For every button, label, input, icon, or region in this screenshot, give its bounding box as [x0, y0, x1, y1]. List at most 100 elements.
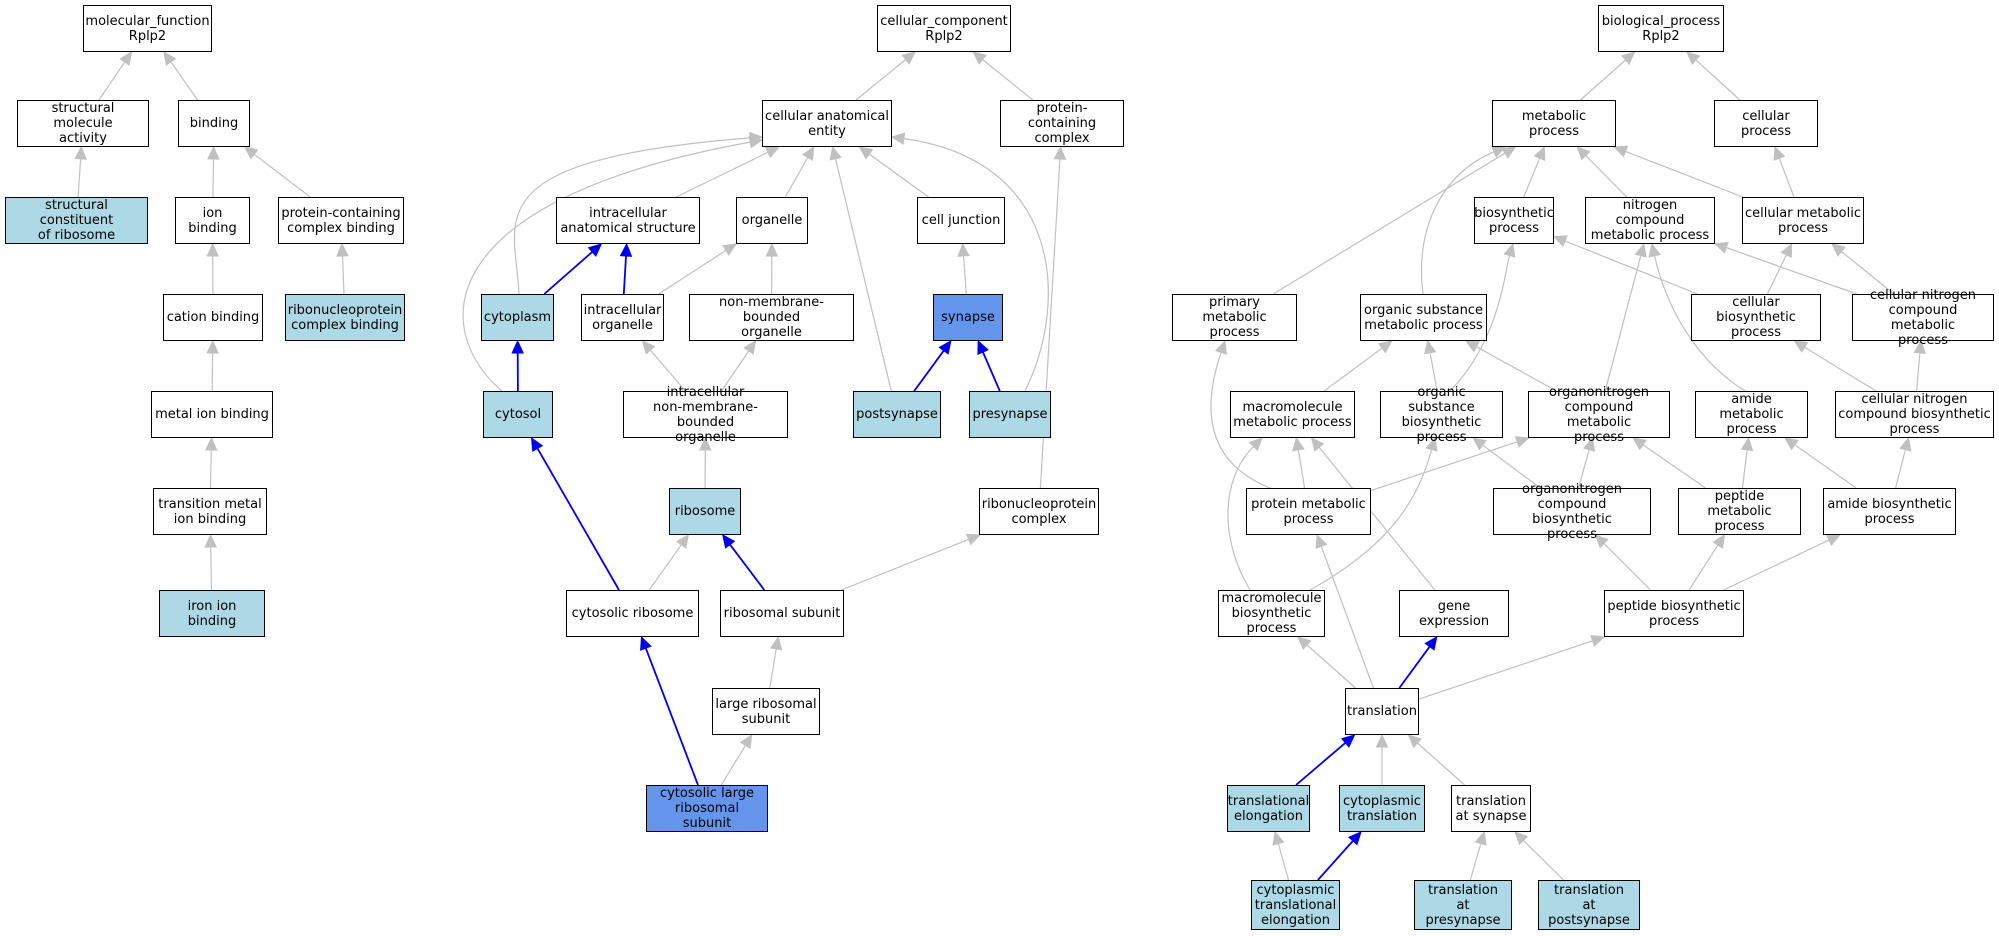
edge-organonitrogen-compound-biosynthetic-process-to-organic-substance-biosynthetic-process: [1482, 444, 1541, 489]
edge-organelle-to-cellular-anatomical-entity: [784, 157, 809, 198]
term-node-peptide-metabolic-process: peptide metabolic process: [1678, 488, 1801, 535]
edge-protein-metabolic-process-to-primary-metabolic-process: [1210, 352, 1271, 489]
edge-cell-junction-to-cellular-anatomical-entity: [868, 153, 929, 198]
edge-non-membrane-bounded-organelle-to-organelle-arrowhead: [765, 242, 779, 257]
edge-large-ribosomal-subunit-to-ribosomal-subunit-arrowhead: [769, 635, 783, 651]
edge-organonitrogen-compound-biosynthetic-process-to-organonitrogen-compound-metabolic-process-arrowhead: [1583, 436, 1596, 452]
edge-gene-expression-to-macromolecule-metabolic-process: [1318, 446, 1436, 591]
edge-amide-metabolic-process-to-nitrogen-compound-metabolic-process: [1654, 255, 1746, 392]
edge-translation-to-peptide-biosynthetic-process: [1418, 640, 1593, 700]
edge-cellular-nitrogen-compound-metabolic-process-to-nitrogen-compound-metabolic-process-arrowhead: [1713, 241, 1729, 254]
term-node-intracellular-organelle: intracellular organelle: [581, 294, 664, 341]
edge-intracellular-organelle-to-organelle: [658, 249, 727, 295]
term-node-protein-containing-complex: protein-containing complex: [1000, 100, 1124, 147]
term-node-binding: binding: [178, 100, 250, 147]
edge-peptide-metabolic-process-to-organonitrogen-compound-metabolic-process-arrowhead: [1632, 437, 1647, 451]
edge-amide-metabolic-process-to-nitrogen-compound-metabolic-process-arrowhead: [1648, 242, 1661, 258]
term-node-macromolecule-metabolic-process: macromolecule metabolic process: [1230, 391, 1355, 438]
term-node-ribonucleoprotein-complex-binding: ribonucleoprotein complex binding: [285, 294, 405, 341]
edge-iron-ion-binding-to-transition-metal-ion-binding: [210, 546, 213, 591]
term-node-structural-molecule-activity: structural molecule activity: [17, 100, 149, 147]
edge-cellular-nitrogen-compound-biosynthetic-process-to-cellular-biosynthetic-process: [1804, 346, 1877, 392]
edge-cellular-metabolic-process-to-metabolic-process: [1625, 150, 1743, 198]
edge-macromolecule-biosynthetic-process-to-macromolecule-metabolic-process: [1227, 446, 1254, 591]
term-node-amide-biosynthetic-process: amide biosynthetic process: [1823, 488, 1956, 535]
edge-ribosomal-subunit-to-ribosome-arrowhead: [722, 534, 736, 549]
term-node-macromolecule-biosynthetic-process: macromolecule biosynthetic process: [1218, 590, 1325, 637]
edge-cytosolic-large-ribosomal-subunit-to-large-ribosomal-subunit: [720, 744, 747, 786]
edge-peptide-biosynthetic-process-to-peptide-metabolic-process-arrowhead: [1712, 533, 1726, 549]
edge-ion-binding-to-binding-arrowhead: [207, 145, 220, 160]
edge-postsynapse-to-synapse-arrowhead: [938, 340, 952, 355]
edge-translation-at-synapse-to-translation: [1417, 742, 1465, 786]
edge-protein-metabolic-process-to-organonitrogen-compound-metabolic-process: [1370, 441, 1518, 492]
edge-nitrogen-compound-metabolic-process-to-metabolic-process-arrowhead: [1576, 146, 1591, 161]
edge-cytoplasm-to-cellular-anatomical-entity: [513, 137, 751, 295]
term-node-structural-constituent-of-ribosome: structural constituent of ribosome: [5, 197, 148, 244]
edge-structural-molecule-activity-to-mf-root-arrowhead: [119, 51, 133, 66]
edge-translation-to-macromolecule-biosynthetic-process-arrowhead: [1297, 636, 1312, 650]
edge-peptide-biosynthetic-process-to-amide-biosynthetic-process-arrowhead: [1825, 534, 1841, 547]
term-node-bp-root: biological_process Rplp2: [1598, 5, 1724, 52]
edge-cytosolic-large-ribosomal-subunit-to-cytosolic-ribosome: [644, 647, 699, 786]
edge-structural-molecule-activity-to-mf-root: [98, 61, 126, 101]
edge-translation-to-protein-metabolic-process-arrowhead: [1315, 533, 1328, 549]
term-node-cytoplasmic-translational-elongation: cytoplasmic translational elongation: [1251, 880, 1340, 930]
edge-binding-to-mf-root-arrowhead: [163, 51, 177, 66]
edge-ribonucleoprotein-complex-to-protein-containing-complex-arrowhead: [1053, 145, 1067, 160]
edge-postsynapse-to-cellular-anatomical-entity-arrowhead: [829, 145, 842, 161]
term-node-biosynthetic-process: biosynthetic process: [1474, 197, 1554, 244]
edge-peptide-metabolic-process-to-organonitrogen-compound-metabolic-process: [1642, 444, 1706, 489]
term-node-ribosomal-subunit: ribosomal subunit: [720, 590, 844, 637]
edge-intracellular-nmb-organelle-to-intracellular-organelle-arrowhead: [641, 340, 656, 355]
term-node-translation-at-synapse: translation at synapse: [1451, 785, 1531, 832]
edge-translation-to-peptide-biosynthetic-process-arrowhead: [1590, 635, 1606, 647]
term-node-cellular-biosynthetic-process: cellular biosynthetic process: [1691, 294, 1821, 341]
edge-cellular-nitrogen-compound-biosynthetic-process-to-cellular-nitrogen-compound-metabolic-process-arrowhead: [1913, 339, 1927, 355]
term-node-organic-substance-metabolic-process: organic substance metabolic process: [1360, 294, 1487, 341]
term-node-mf-root: molecular_function Rplp2: [83, 5, 212, 52]
term-node-translation-at-presynapse: translation at presynapse: [1414, 880, 1512, 930]
edge-organic-substance-biosynthetic-process-to-biosynthetic-process-arrowhead: [1503, 242, 1516, 258]
term-node-primary-metabolic-process: primary metabolic process: [1172, 294, 1297, 341]
edge-presynapse-to-cellular-anatomical-entity-arrowhead: [890, 132, 906, 145]
edge-synapse-to-cell-junction-arrowhead: [957, 242, 970, 257]
edge-protein-metabolic-process-to-organonitrogen-compound-metabolic-process-arrowhead: [1514, 436, 1530, 448]
edge-metabolic-process-to-bp-root-arrowhead: [1621, 51, 1636, 65]
term-node-organic-substance-biosynthetic-process: organic substance biosynthetic process: [1380, 385, 1503, 445]
edge-binding-to-mf-root: [170, 61, 199, 101]
term-node-non-membrane-bounded-organelle: non-membrane-bounded organelle: [689, 294, 854, 341]
edge-translation-at-synapse-to-translation-arrowhead: [1407, 734, 1422, 749]
edge-protein-metabolic-process-to-macromolecule-metabolic-process: [1297, 449, 1306, 489]
term-node-metal-ion-binding: metal ion binding: [151, 391, 273, 438]
edge-cellular-nitrogen-compound-biosynthetic-process-to-cellular-biosynthetic-process-arrowhead: [1793, 340, 1809, 353]
edge-intracellular-nmb-organelle-to-intracellular-organelle: [649, 349, 686, 392]
term-node-metabolic-process: metabolic process: [1492, 100, 1616, 147]
edge-protein-containing-complex-binding-to-binding: [253, 153, 311, 198]
edge-protein-containing-complex-to-cc-root: [982, 59, 1034, 101]
edge-macromolecule-metabolic-process-to-organic-substance-metabolic-process-arrowhead: [1377, 340, 1393, 354]
edge-peptide-biosynthetic-process-to-amide-biosynthetic-process: [1723, 539, 1830, 591]
term-node-cytosolic-large-ribosomal-subunit: cytosolic large ribosomal subunit: [646, 785, 768, 832]
edge-translation-at-postsynapse-to-translation-at-synapse-arrowhead: [1514, 831, 1529, 846]
edge-translation-to-protein-metabolic-process: [1320, 546, 1374, 689]
edge-cytoplasm-to-intracellular-anatomical-structure: [543, 251, 593, 295]
edge-intracellular-organelle-to-organelle-arrowhead: [722, 243, 738, 256]
edge-cellular-metabolic-process-to-cellular-process-arrowhead: [1773, 145, 1786, 161]
edge-translational-elongation-to-translation-arrowhead: [1340, 734, 1356, 748]
term-node-ribosome: ribosome: [669, 488, 741, 535]
edge-translation-at-postsynapse-to-translation-at-synapse: [1522, 839, 1565, 881]
edge-cellular-nitrogen-compound-metabolic-process-to-nitrogen-compound-metabolic-process: [1726, 247, 1858, 295]
edge-organelle-to-cellular-anatomical-entity-arrowhead: [802, 145, 815, 161]
edge-transition-metal-ion-binding-to-metal-ion-binding: [209, 449, 212, 489]
term-node-amide-metabolic-process: amide metabolic process: [1695, 391, 1808, 438]
edge-ion-binding-to-binding: [212, 158, 215, 198]
edge-peptide-biosynthetic-process-to-peptide-metabolic-process: [1688, 544, 1719, 591]
edge-protein-containing-complex-binding-to-binding-arrowhead: [243, 146, 259, 160]
edge-cell-junction-to-cellular-anatomical-entity-arrowhead: [858, 146, 874, 160]
term-node-organelle: organelle: [736, 197, 808, 244]
edge-organonitrogen-compound-metabolic-process-to-nitrogen-compound-metabolic-process: [1604, 255, 1642, 392]
edge-presynapse-to-cellular-anatomical-entity: [903, 138, 1049, 392]
term-node-postsynapse: postsynapse: [853, 391, 941, 438]
